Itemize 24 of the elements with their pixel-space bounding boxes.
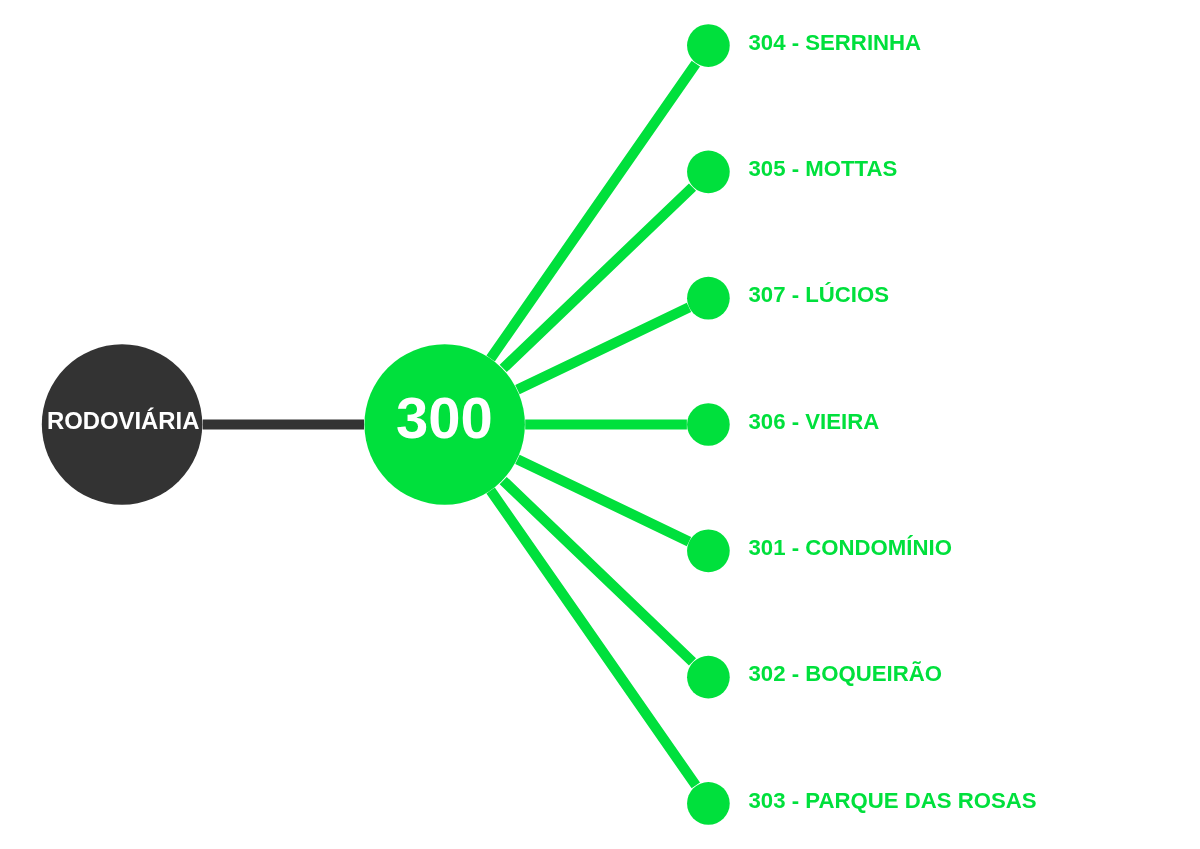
node-circle <box>687 276 730 320</box>
connector <box>515 302 692 395</box>
connector <box>499 183 697 373</box>
node-circle: RODOVIÁRIA <box>41 344 203 505</box>
node-label: 303 - PARQUE DAS ROSAS <box>748 787 1037 813</box>
connector <box>515 454 692 547</box>
connector <box>486 487 701 789</box>
node-label: 305 - MOTTAS <box>748 155 898 181</box>
connector <box>486 60 701 362</box>
node-label: 306 - VIEIRA <box>748 408 880 434</box>
node-circle <box>687 24 730 67</box>
connector <box>499 476 697 666</box>
node-circle <box>687 403 730 446</box>
node-label: 304 - SERRINHA <box>748 29 922 55</box>
node-circle <box>687 655 730 699</box>
node-circle <box>687 529 730 573</box>
node-circle <box>687 782 730 825</box>
connector <box>525 419 687 430</box>
node-label: 302 - BOQUEIRÃO <box>748 661 943 687</box>
node-label: 307 - LÚCIOS <box>748 282 890 308</box>
node-circle <box>687 150 730 194</box>
node-label: 301 - CONDOMÍNIO <box>748 534 952 560</box>
connector <box>202 419 364 430</box>
node-circle: 300 <box>364 344 525 505</box>
